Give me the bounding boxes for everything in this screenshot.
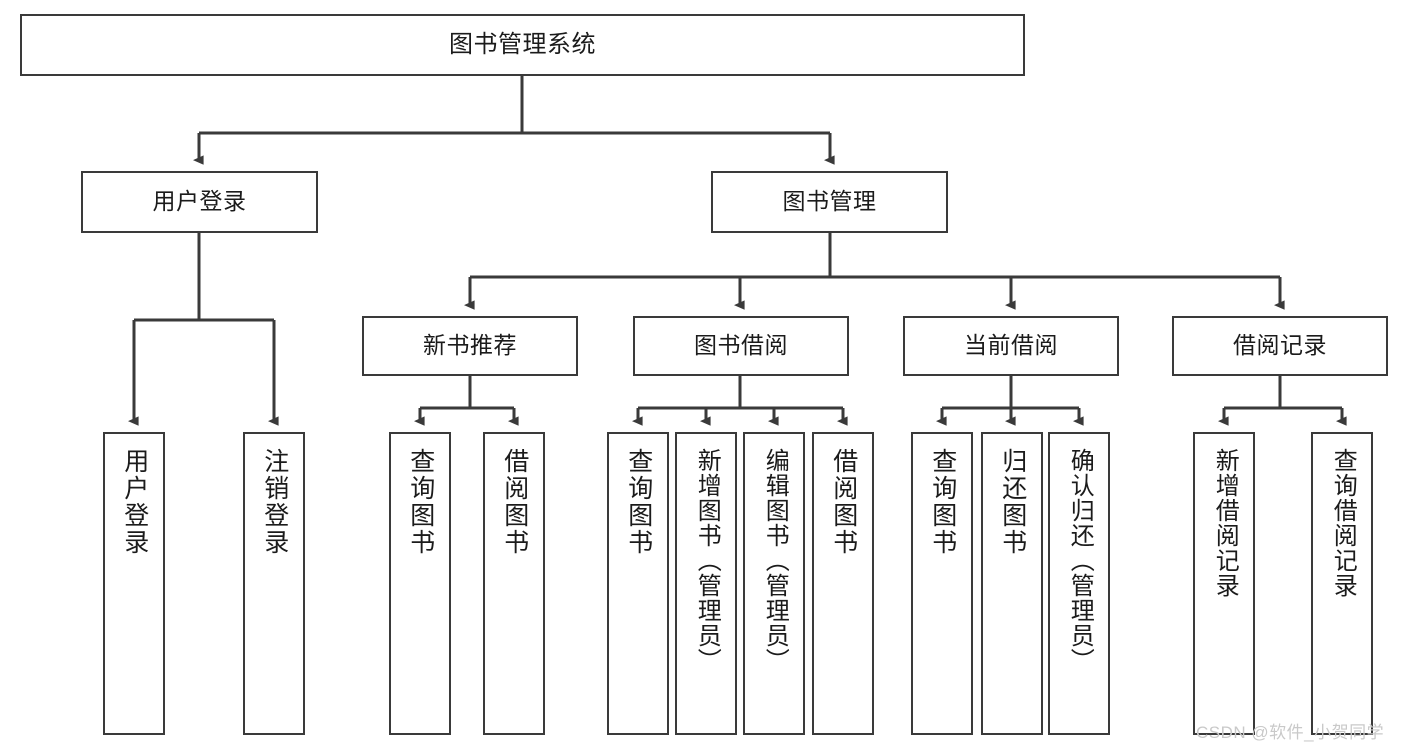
node-leaf-edit-book[interactable]: 编辑图书（管理员） bbox=[743, 432, 805, 735]
node-leaf-query-book-recommend[interactable]: 查询图书 bbox=[389, 432, 451, 735]
node-label: 新书推荐 bbox=[423, 332, 517, 359]
node-leaf-borrow-book-recommend[interactable]: 借阅图书 bbox=[483, 432, 545, 735]
node-user-login[interactable]: 用户登录 bbox=[81, 171, 318, 233]
node-leaf-return-book[interactable]: 归还图书 bbox=[981, 432, 1043, 735]
node-label: 借阅图书 bbox=[500, 448, 529, 556]
node-leaf-user-logout[interactable]: 注销登录 bbox=[243, 432, 305, 735]
node-leaf-borrow-book[interactable]: 借阅图书 bbox=[812, 432, 874, 735]
node-leaf-add-borrow-record[interactable]: 新增借阅记录 bbox=[1193, 432, 1255, 735]
node-label: 借阅记录 bbox=[1233, 332, 1327, 359]
node-label: 注销登录 bbox=[260, 448, 289, 556]
node-label: 当前借阅 bbox=[964, 332, 1058, 359]
node-new-book-recommend[interactable]: 新书推荐 bbox=[362, 316, 578, 376]
node-label: 用户登录 bbox=[152, 188, 247, 215]
node-label: 借阅图书 bbox=[829, 448, 858, 556]
node-label: 新增借阅记录 bbox=[1211, 448, 1239, 598]
node-leaf-query-book-current[interactable]: 查询图书 bbox=[911, 432, 973, 735]
node-label: 查询图书 bbox=[928, 448, 957, 556]
node-label: 编辑图书（管理员） bbox=[761, 448, 789, 673]
node-label: 查询借阅记录 bbox=[1329, 448, 1357, 598]
node-book-manage[interactable]: 图书管理 bbox=[711, 171, 948, 233]
node-borrow-record[interactable]: 借阅记录 bbox=[1172, 316, 1388, 376]
node-label: 确认归还（管理员） bbox=[1066, 448, 1094, 673]
node-label: 查询图书 bbox=[624, 448, 653, 556]
node-label: 归还图书 bbox=[998, 448, 1027, 556]
node-leaf-confirm-return[interactable]: 确认归还（管理员） bbox=[1048, 432, 1110, 735]
node-label: 用户登录 bbox=[120, 448, 149, 556]
node-label: 查询图书 bbox=[406, 448, 435, 556]
node-label: 图书借阅 bbox=[694, 332, 788, 359]
node-label: 新增图书（管理员） bbox=[693, 448, 721, 673]
node-label: 图书管理系统 bbox=[449, 30, 596, 58]
node-leaf-query-book-borrow[interactable]: 查询图书 bbox=[607, 432, 669, 735]
node-leaf-query-borrow-record[interactable]: 查询借阅记录 bbox=[1311, 432, 1373, 735]
node-leaf-add-book[interactable]: 新增图书（管理员） bbox=[675, 432, 737, 735]
node-leaf-user-login[interactable]: 用户登录 bbox=[103, 432, 165, 735]
node-root-system[interactable]: 图书管理系统 bbox=[20, 14, 1025, 76]
node-book-borrow[interactable]: 图书借阅 bbox=[633, 316, 849, 376]
node-label: 图书管理 bbox=[782, 188, 877, 215]
watermark-text: CSDN @软件_小贺同学 bbox=[1196, 723, 1385, 742]
node-current-borrow[interactable]: 当前借阅 bbox=[903, 316, 1119, 376]
